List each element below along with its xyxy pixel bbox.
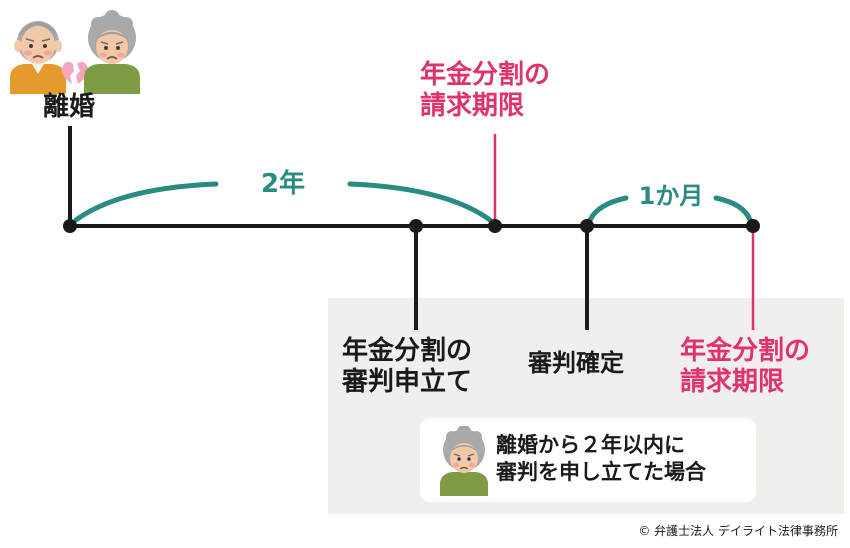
decision-label: 審判確定 xyxy=(528,349,624,377)
application-label: 年金分割の 審判申立て xyxy=(342,336,472,397)
two-year-label: 2年 xyxy=(216,169,350,200)
two-year-arc-right xyxy=(350,184,490,220)
one-month-label: 1か月 xyxy=(626,182,716,210)
application-line-1: 年金分割の xyxy=(342,336,472,367)
one-month-arc-left xyxy=(590,198,626,220)
claim-deadline-bottom-line-2: 請求期限 xyxy=(680,367,810,398)
divorce-point xyxy=(63,219,77,233)
application-point xyxy=(409,219,423,233)
one-month-arc-right xyxy=(716,198,750,220)
scenario-note-line-2: 審判を申し立てた場合 xyxy=(496,459,706,486)
worried-elderly-woman-icon xyxy=(436,426,492,496)
divorced-couple-illustration xyxy=(6,8,142,94)
claim-deadline-top-line-2: 請求期限 xyxy=(420,91,550,122)
elderly-man-icon xyxy=(10,21,66,94)
divorce-label: 離婚 xyxy=(43,92,95,123)
claim-deadline-top-point xyxy=(488,219,502,233)
claim-deadline-top-line-1: 年金分割の xyxy=(420,60,550,91)
claim-deadline-bottom-line-1: 年金分割の xyxy=(680,336,810,367)
scenario-note-text: 離婚から２年以内に 審判を申し立てた場合 xyxy=(496,432,706,487)
scenario-note-line-1: 離婚から２年以内に xyxy=(496,432,706,459)
claim-deadline-bottom-label: 年金分割の 請求期限 xyxy=(680,336,810,397)
claim-deadline-bottom-point xyxy=(746,219,760,233)
copyright-notice: © 弁護士法人 デイライト法律事務所 xyxy=(638,522,838,539)
claim-deadline-top-label: 年金分割の 請求期限 xyxy=(420,60,550,121)
two-year-arc-left xyxy=(76,184,216,220)
application-line-2: 審判申立て xyxy=(342,367,472,398)
elderly-woman-icon xyxy=(84,10,140,94)
decision-point xyxy=(580,219,594,233)
